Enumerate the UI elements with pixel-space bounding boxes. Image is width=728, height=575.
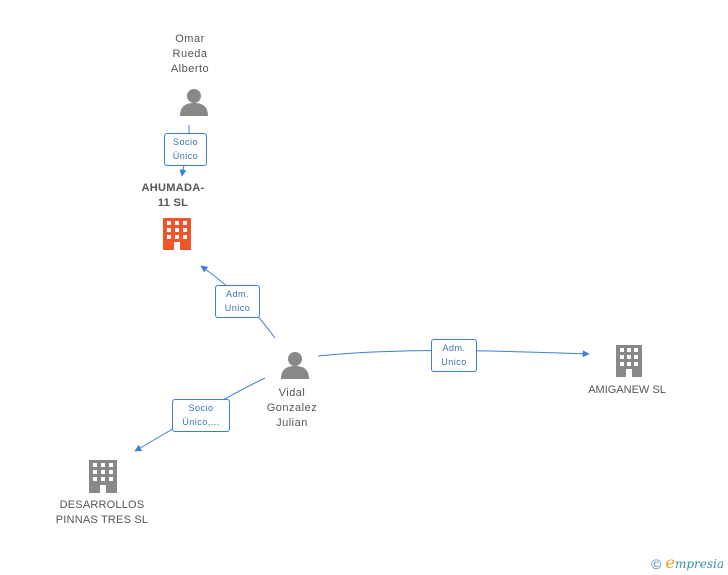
edge-label-line: Unico (224, 303, 251, 313)
edge-label-line: Único,... (182, 417, 220, 427)
node-label-line: Vidal (278, 387, 306, 399)
person-icon[interactable] (281, 352, 309, 379)
building-icon[interactable] (616, 345, 642, 377)
brand-logo: empresia (665, 553, 724, 572)
node-label-line: Omar (175, 33, 205, 45)
edge-label-omar-ahumada[interactable]: Socio Único (164, 133, 207, 166)
node-label-amiganew[interactable]: AMIGANEW SL (572, 383, 682, 398)
node-label-vidal[interactable]: Vidal Gonzalez Julian (252, 386, 332, 431)
node-label-desarrollos[interactable]: DESARROLLOS PINNAS TRES SL (42, 498, 162, 528)
node-label-omar[interactable]: Omar Rueda Alberto (150, 32, 230, 77)
node-label-line: 11 SL (157, 197, 189, 209)
node-label-line: Alberto (170, 63, 210, 75)
building-icon[interactable] (89, 460, 117, 493)
node-label-line: AHUMADA- (141, 182, 205, 194)
edge-label-line: Socio (172, 137, 198, 147)
node-label-line: Rueda (172, 48, 208, 60)
node-label-line: PINNAS TRES SL (55, 514, 149, 526)
node-label-ahumada[interactable]: AHUMADA- 11 SL (128, 181, 218, 211)
edge-label-line: Adm. (225, 289, 249, 299)
edge-label-line: Único (172, 151, 199, 161)
edge-label-line: Socio (188, 403, 214, 413)
node-label-line: Gonzalez (266, 402, 318, 414)
edge-label-line: Adm. (442, 343, 466, 353)
node-label-line: AMIGANEW SL (588, 384, 666, 396)
footer-brand[interactable]: ©empresia (651, 553, 724, 572)
node-label-line: DESARROLLOS (59, 499, 145, 511)
copyright-icon: © (651, 556, 662, 572)
building-icon[interactable] (163, 218, 191, 250)
edge-label-vidal-ahumada[interactable]: Adm. Unico (215, 285, 260, 318)
person-icon[interactable] (180, 89, 208, 116)
node-label-line: Julian (276, 417, 308, 429)
edge-label-line: Unico (441, 357, 467, 367)
edge-label-vidal-amiganew[interactable]: Adm. Unico (431, 339, 477, 372)
edge-label-vidal-desarrollos[interactable]: Socio Único,... (172, 399, 230, 432)
